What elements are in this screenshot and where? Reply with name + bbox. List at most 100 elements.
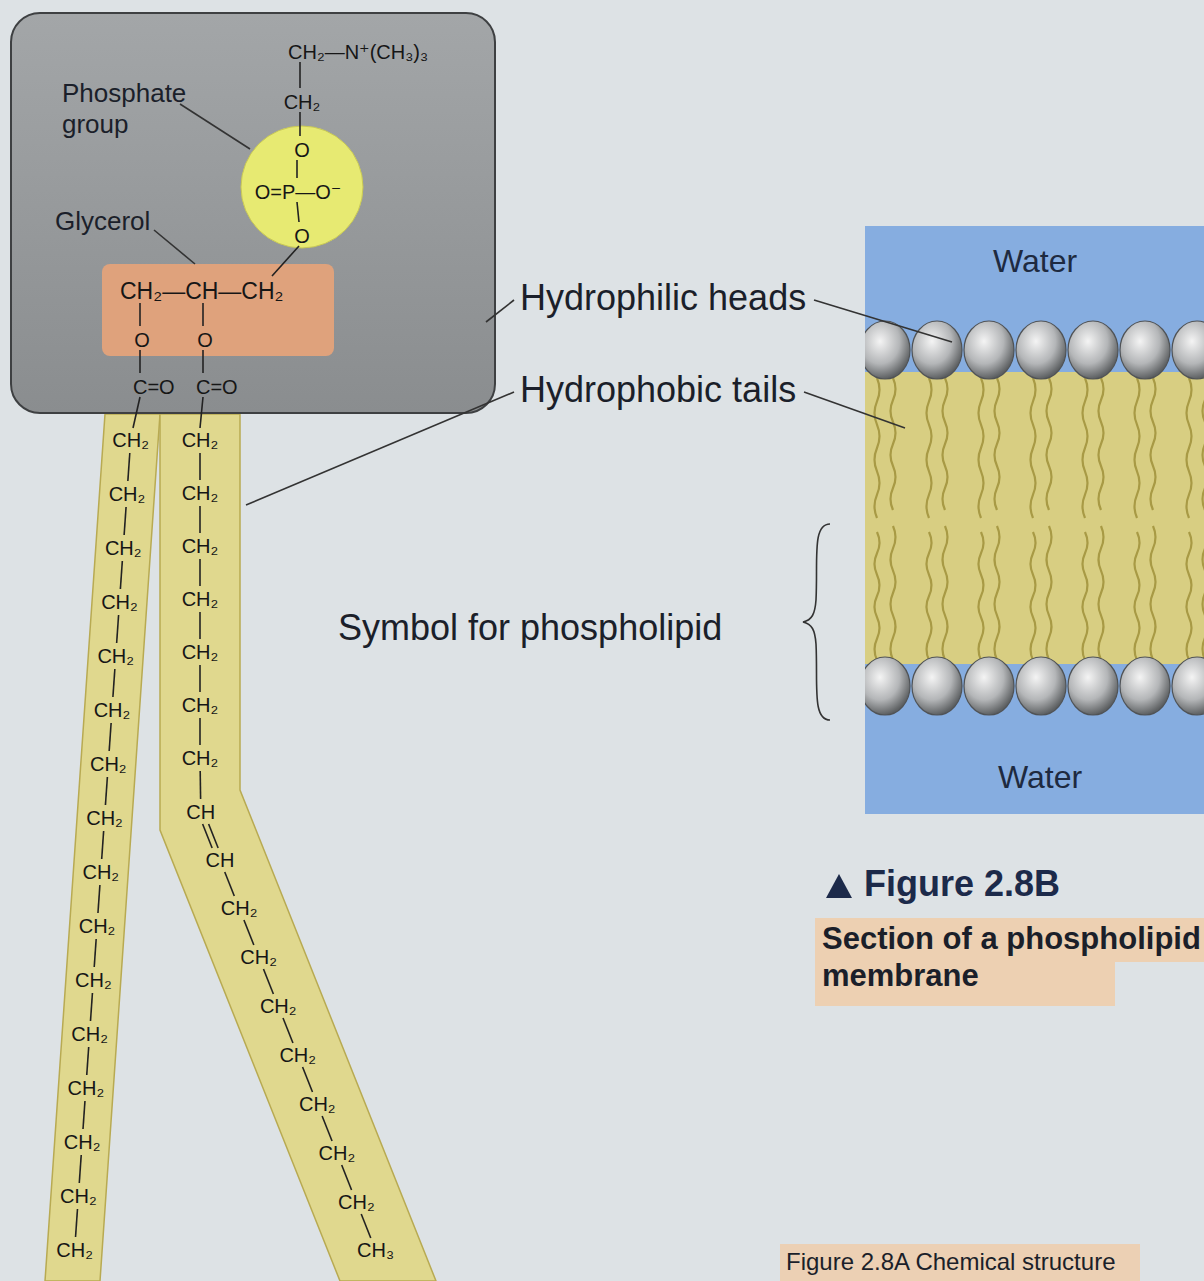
formula-text: CH₂ bbox=[71, 1023, 108, 1045]
bond-line bbox=[117, 615, 119, 643]
bond-line bbox=[199, 665, 201, 692]
tail-band bbox=[160, 414, 436, 1281]
bond-line bbox=[76, 1209, 78, 1237]
formula-text: CH bbox=[186, 801, 215, 823]
formula-text: CH₂ bbox=[105, 537, 142, 559]
lipid-tail bbox=[979, 378, 984, 518]
bond-line bbox=[203, 824, 213, 848]
phospholipid-head bbox=[865, 657, 910, 715]
bond-line bbox=[299, 62, 301, 88]
formula-text: CH₂ bbox=[221, 897, 258, 919]
formula-text: CH₂ bbox=[109, 483, 146, 505]
formula-text: C=O bbox=[196, 376, 238, 398]
lipid-tail bbox=[875, 532, 880, 660]
formula-text: CH₂ bbox=[82, 861, 119, 883]
bond-line bbox=[202, 303, 204, 326]
bond-line bbox=[322, 1116, 332, 1141]
bond-line bbox=[263, 969, 273, 994]
phospholipid-head bbox=[1016, 657, 1066, 715]
formula-text: O bbox=[197, 329, 213, 351]
bond-line bbox=[105, 777, 107, 805]
bond-line bbox=[87, 1047, 89, 1075]
bond-line bbox=[79, 1155, 81, 1183]
formula-text: CH₃ bbox=[357, 1239, 394, 1261]
bond-line bbox=[120, 561, 122, 589]
lipid-tail bbox=[1151, 526, 1156, 660]
bond-line bbox=[133, 397, 140, 428]
membrane-section: WaterWater bbox=[865, 226, 1204, 814]
phospholipid-head bbox=[912, 321, 962, 379]
lipid-tail bbox=[943, 378, 948, 510]
part-label: Symbol for phospholipid bbox=[338, 606, 722, 649]
formula-text: CH₂ bbox=[97, 645, 134, 667]
formula-text: O bbox=[134, 329, 150, 351]
lipid-tail bbox=[1187, 532, 1192, 660]
phospholipid-head bbox=[865, 321, 910, 379]
formula-text: CH₂—CH—CH₂ bbox=[120, 279, 284, 304]
part-label: Hydrophobic tails bbox=[520, 368, 796, 411]
lipid-tail bbox=[1031, 378, 1036, 518]
formula-text: CH₂ bbox=[182, 588, 219, 610]
phospholipid-head bbox=[1172, 657, 1204, 715]
formula-text: CH₂ bbox=[338, 1191, 375, 1213]
bond-line bbox=[90, 993, 92, 1021]
phospholipid-head bbox=[964, 321, 1014, 379]
lipid-tail bbox=[891, 526, 896, 660]
formula-text: CH₂ bbox=[299, 1093, 336, 1115]
lipid-tail bbox=[995, 378, 1000, 510]
phospholipid-head bbox=[964, 657, 1014, 715]
phospholipid-head bbox=[1120, 321, 1170, 379]
phospholipid-head bbox=[1120, 657, 1170, 715]
phospholipid-head bbox=[1068, 657, 1118, 715]
caption-triangle bbox=[826, 874, 852, 898]
phospholipid-head bbox=[1068, 321, 1118, 379]
lipid-tail bbox=[891, 378, 896, 510]
formula-text: CH₂ bbox=[75, 969, 112, 991]
bond-line bbox=[199, 506, 201, 533]
bond-line bbox=[139, 303, 141, 326]
bond-line bbox=[199, 559, 201, 586]
bond-line bbox=[225, 872, 235, 896]
lipid-tail bbox=[1083, 378, 1088, 518]
phospholipid-head bbox=[1016, 321, 1066, 379]
bond-line bbox=[113, 669, 115, 697]
bond-line bbox=[200, 397, 203, 428]
bond-line bbox=[272, 246, 299, 276]
phosphate-circle: OO=P—O⁻O bbox=[240, 125, 364, 249]
lipid-tail bbox=[1203, 378, 1204, 510]
formula-text: O=P—O⁻ bbox=[255, 181, 342, 203]
formula-text: CH bbox=[206, 849, 235, 871]
phosphate-disc bbox=[241, 126, 363, 248]
bond-line bbox=[199, 771, 201, 799]
formula-text: CH₂ bbox=[240, 946, 277, 968]
phospholipid-head bbox=[912, 657, 962, 715]
tail-layer bbox=[865, 372, 1204, 664]
formula-text: CH₂ bbox=[112, 429, 149, 451]
water-label: Water bbox=[993, 244, 1077, 279]
bond-line bbox=[83, 1101, 85, 1129]
bond-line bbox=[244, 920, 254, 945]
part-label: Phosphate group bbox=[62, 78, 212, 140]
phospholipid-head bbox=[1172, 321, 1204, 379]
formula-text: CH₂ bbox=[60, 1185, 97, 1207]
lipid-tail bbox=[995, 526, 1000, 660]
lipid-tail bbox=[1047, 378, 1052, 510]
formula-text: CH₂ bbox=[260, 995, 297, 1017]
formula-text: CH₂ bbox=[319, 1142, 356, 1164]
bond-line bbox=[297, 202, 299, 222]
lipid-tail bbox=[1031, 532, 1036, 660]
formula-text: CH₂ bbox=[279, 1044, 316, 1066]
bond-line bbox=[303, 1067, 313, 1092]
formula-text: CH₂ bbox=[56, 1239, 93, 1261]
bond-line bbox=[361, 1214, 371, 1238]
bond-line bbox=[199, 453, 201, 480]
leader-line bbox=[486, 300, 514, 322]
lipid-tail bbox=[1151, 378, 1156, 510]
leader-line bbox=[154, 230, 195, 264]
figure-caption: Figure 2.8B bbox=[864, 862, 1060, 905]
formula-text: CH₂ bbox=[68, 1077, 105, 1099]
fatty-acid-tail: CH₂CH₂CH₂CH₂CH₂CH₂CH₂CH₂CH₂CH₂CH₂CH₂CH₂C… bbox=[40, 414, 170, 1281]
formula-text: O bbox=[294, 139, 310, 161]
bond-line bbox=[283, 1018, 293, 1043]
bond-line bbox=[139, 350, 141, 373]
